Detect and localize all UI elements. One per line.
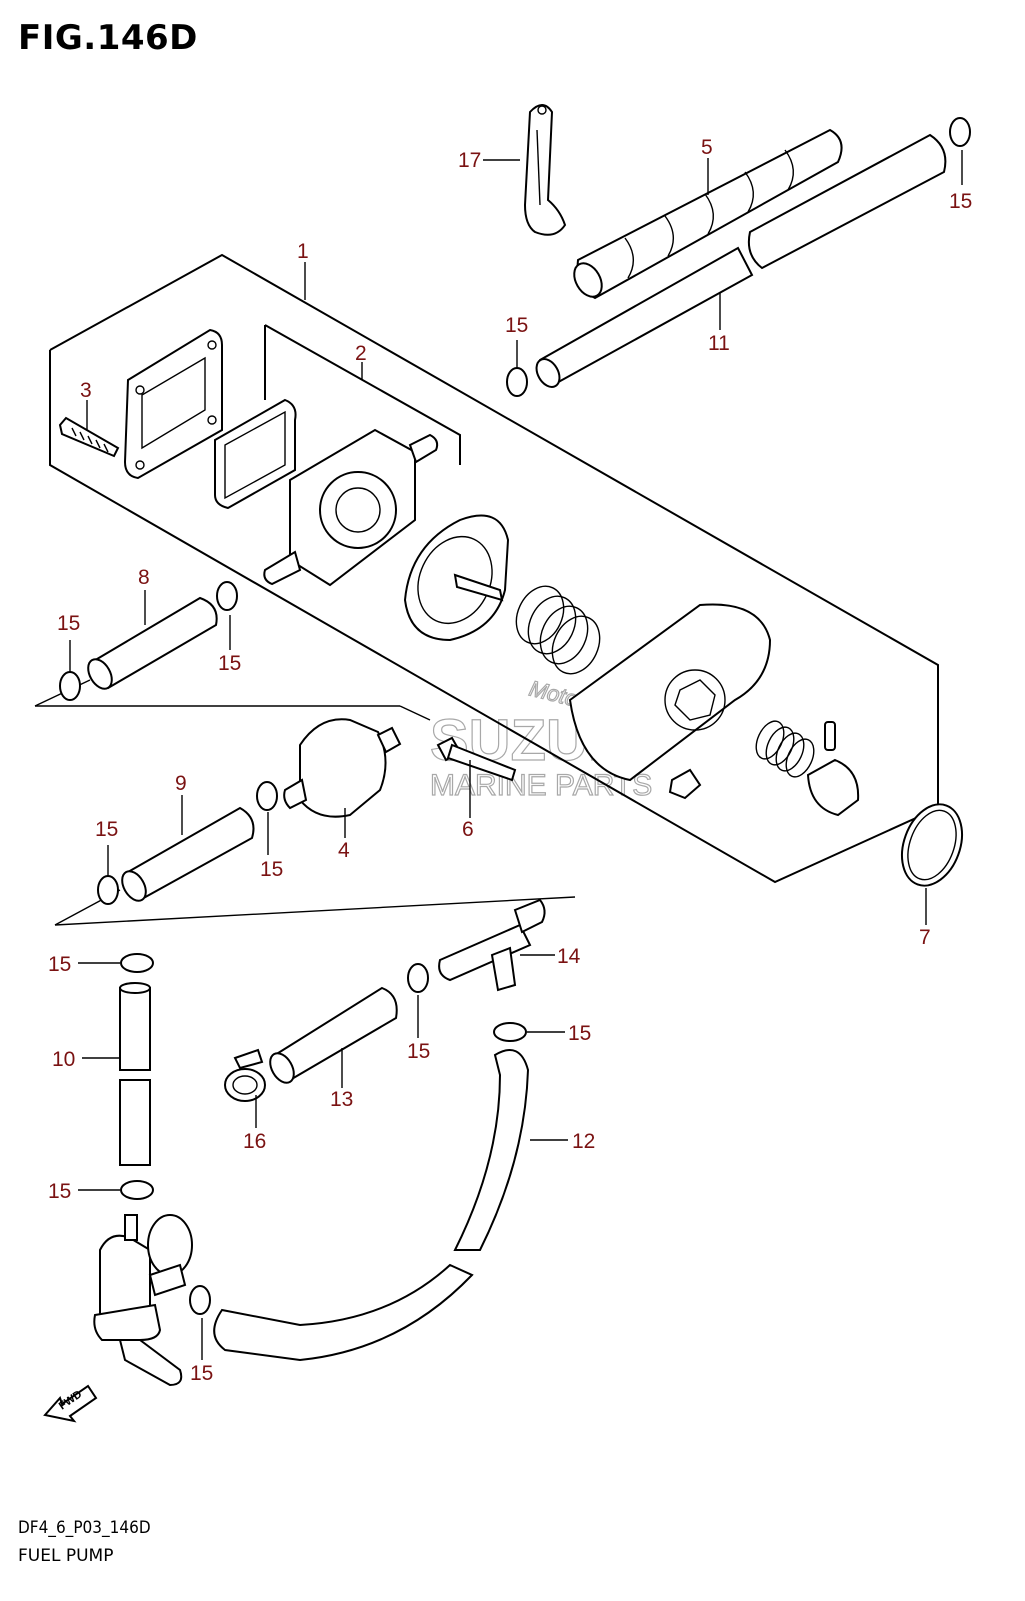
pump-body xyxy=(263,428,439,587)
callout-14: 14 xyxy=(557,945,581,968)
callout-4: 4 xyxy=(338,839,350,862)
part-17-strap xyxy=(523,104,567,236)
part-4-filter xyxy=(283,718,402,818)
callout-13: 13 xyxy=(330,1088,353,1111)
callout-12: 12 xyxy=(572,1130,595,1153)
part-2-gasket xyxy=(214,398,297,510)
callouts: 1 2 3 4 5 6 7 8 9 10 11 12 13 14 17 16 1… xyxy=(48,136,972,1385)
callout-8: 8 xyxy=(138,566,150,589)
pump-lower-body xyxy=(568,603,772,782)
figure-title: FIG.146D xyxy=(18,18,198,58)
part-3-screw xyxy=(58,416,120,458)
fuel-connector xyxy=(93,1214,193,1387)
part-6-bolt xyxy=(436,736,517,782)
part-9-hose xyxy=(121,806,255,902)
fwd-arrow-icon: FWD xyxy=(43,1384,98,1423)
callout-15-i: 15 xyxy=(568,1022,591,1045)
figure-code: DF4_6_P03_146D xyxy=(18,1518,151,1538)
part-7-o-ring xyxy=(901,803,963,887)
callout-15-a: 15 xyxy=(949,190,972,213)
part-13-hose xyxy=(269,986,398,1084)
pump-check-cap xyxy=(668,721,860,817)
callout-15-j: 15 xyxy=(48,1180,71,1203)
clips-15 xyxy=(59,117,971,1315)
pump-spring-small xyxy=(755,720,815,778)
pump-spring-large xyxy=(515,585,601,675)
part-16-clamp xyxy=(224,1048,266,1102)
callout-15-b: 15 xyxy=(505,314,528,337)
callout-15-f: 15 xyxy=(260,858,283,881)
callout-3: 3 xyxy=(80,379,92,402)
part-10-hose xyxy=(119,982,151,1166)
callout-15-k: 15 xyxy=(190,1362,213,1385)
callout-15-g: 15 xyxy=(48,953,71,976)
figure-name: FUEL PUMP xyxy=(18,1546,114,1566)
callout-2: 2 xyxy=(355,342,367,365)
callout-15-d: 15 xyxy=(57,612,80,635)
part-11-hose xyxy=(535,133,947,388)
callout-1: 1 xyxy=(297,240,309,263)
pump-cover-plate xyxy=(123,328,223,480)
leader-lines xyxy=(69,150,963,1360)
pump-diaphragm xyxy=(403,514,510,642)
part-5-protector xyxy=(573,128,843,300)
callout-16: 16 xyxy=(243,1130,266,1153)
callout-15-c: 15 xyxy=(218,652,241,675)
callout-5: 5 xyxy=(701,136,713,159)
callout-15-e: 15 xyxy=(95,818,118,841)
callout-6: 6 xyxy=(462,818,474,841)
callout-17: 17 xyxy=(458,149,481,172)
part-12-hose xyxy=(213,1049,530,1362)
part-14-tee xyxy=(438,898,546,992)
pump-assembly-outline xyxy=(49,253,939,884)
callout-15-h: 15 xyxy=(407,1040,430,1063)
callout-9: 9 xyxy=(175,772,187,795)
callout-11: 11 xyxy=(708,332,730,355)
callout-7: 7 xyxy=(919,926,931,949)
callout-10: 10 xyxy=(52,1048,75,1071)
part-8-hose xyxy=(87,596,218,690)
